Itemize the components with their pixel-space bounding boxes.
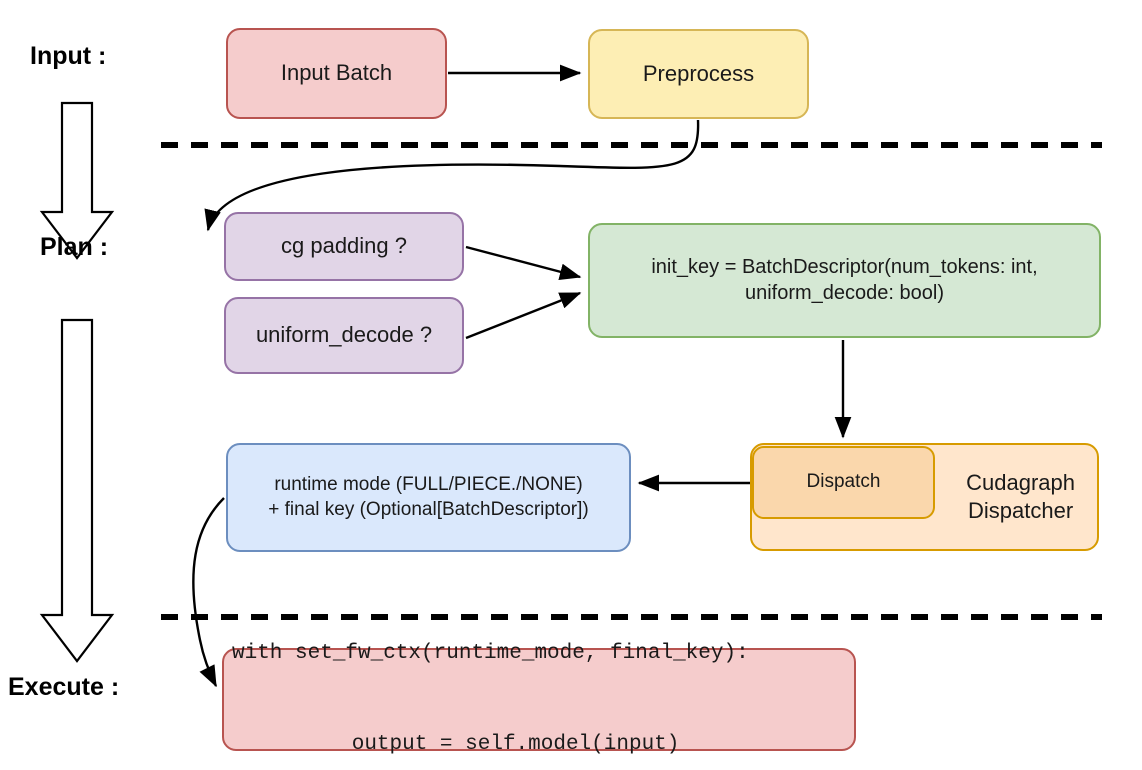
node-runtime-mode-line2: + final key (Optional[BatchDescriptor]) bbox=[268, 498, 589, 520]
stage-label-execute: Execute : bbox=[8, 673, 120, 701]
node-init-key[interactable]: init_key = BatchDescriptor(num_tokens: i… bbox=[588, 223, 1101, 338]
code-line-1: with set_fw_ctx(runtime_mode, final_key)… bbox=[232, 641, 749, 665]
node-runtime-mode-text: runtime mode (FULL/PIECE./NONE) + final … bbox=[268, 473, 589, 522]
node-input-batch[interactable]: Input Batch bbox=[226, 28, 447, 119]
node-code-block[interactable]: with set_fw_ctx(runtime_mode, final_key)… bbox=[222, 642, 856, 756]
node-init-key-text: init_key = BatchDescriptor(num_tokens: i… bbox=[651, 255, 1037, 306]
node-cg-padding-label: cg padding ? bbox=[281, 233, 407, 259]
node-cudagraph-dispatcher-line2: Dispatcher bbox=[967, 498, 1074, 523]
node-preprocess[interactable]: Preprocess bbox=[588, 29, 809, 119]
code-line-2: output = self.model(input) bbox=[301, 732, 680, 756]
node-init-key-line2: uniform_decode: bool) bbox=[744, 281, 944, 304]
node-dispatch[interactable]: Dispatch bbox=[752, 446, 935, 519]
node-code-block-text: with set_fw_ctx(runtime_mode, final_key)… bbox=[232, 578, 749, 770]
connector-runtime-mode-to-code-block bbox=[192, 497, 225, 688]
connector-uniform-decode-to-init-key bbox=[465, 291, 582, 340]
node-preprocess-label: Preprocess bbox=[642, 60, 755, 86]
node-cudagraph-dispatcher-line1: Cudagraph bbox=[966, 469, 1075, 495]
connector-cg-padding-to-init-key bbox=[465, 245, 582, 280]
node-dispatch-label: Dispatch bbox=[806, 471, 881, 493]
stage-label-plan: Plan : bbox=[40, 233, 109, 261]
node-cg-padding[interactable]: cg padding ? bbox=[224, 212, 464, 281]
node-input-batch-label: Input Batch bbox=[280, 60, 393, 86]
stage-label-input: Input : bbox=[30, 42, 107, 70]
node-init-key-line1: init_key = BatchDescriptor(num_tokens: i… bbox=[651, 255, 1038, 278]
node-uniform-decode[interactable]: uniform_decode ? bbox=[224, 297, 464, 374]
node-uniform-decode-label: uniform_decode ? bbox=[255, 322, 433, 348]
block-arrow-plan-to-execute bbox=[39, 318, 115, 663]
node-cudagraph-dispatcher-text: Cudagraph Dispatcher bbox=[966, 469, 1075, 525]
node-runtime-mode-line1: runtime mode (FULL/PIECE./NONE) bbox=[274, 474, 583, 496]
node-runtime-mode[interactable]: runtime mode (FULL/PIECE./NONE) + final … bbox=[226, 443, 631, 552]
